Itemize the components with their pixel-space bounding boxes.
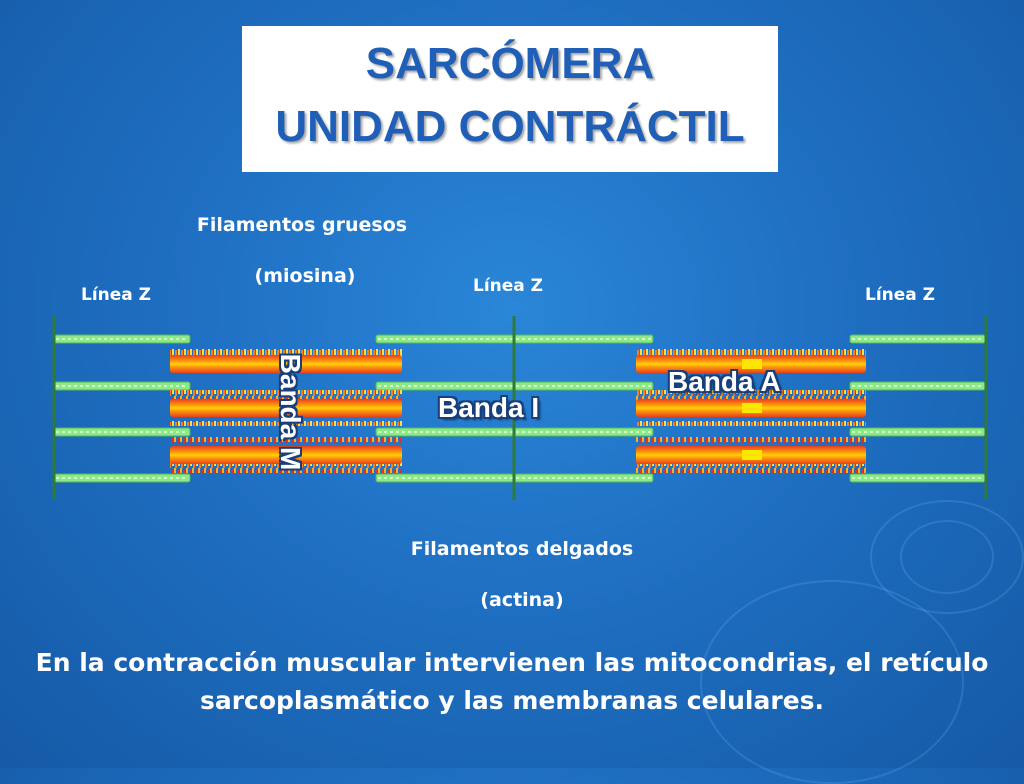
myosin-filament xyxy=(170,446,402,464)
myosin-bare-zone xyxy=(742,359,762,369)
label-actin: (actina) xyxy=(480,589,564,611)
label-z-line-center: Línea Z xyxy=(472,276,544,296)
label-myosin: (miosina) xyxy=(254,265,356,287)
label-z-line-left: Línea Z xyxy=(80,285,152,305)
myosin-filament xyxy=(170,355,402,373)
ripple-decoration xyxy=(870,500,1024,614)
label-thin-filaments: Filamentos delgados xyxy=(410,538,634,560)
footer-text: En la contracción muscular intervienen l… xyxy=(35,648,989,715)
z-lines xyxy=(52,316,988,500)
label-z-line-right: Línea Z xyxy=(864,285,936,305)
title-line-2: UNIDAD CONTRÁCTIL xyxy=(275,102,745,151)
sarcomere-diagram xyxy=(52,316,988,500)
label-band-i: Banda I xyxy=(438,392,540,423)
myosin-filament xyxy=(170,399,402,417)
label-thick-filaments: Filamentos gruesos xyxy=(196,214,408,236)
myosin-filaments xyxy=(170,346,866,473)
myosin-bare-zone xyxy=(742,403,762,413)
title-line-1: SARCÓMERA xyxy=(365,39,655,88)
label-band-m: Banda M xyxy=(275,353,306,471)
title-box: SARCÓMERA UNIDAD CONTRÁCTIL xyxy=(242,26,778,172)
myosin-bare-zone xyxy=(742,450,762,460)
label-band-a: Banda A xyxy=(668,366,781,397)
